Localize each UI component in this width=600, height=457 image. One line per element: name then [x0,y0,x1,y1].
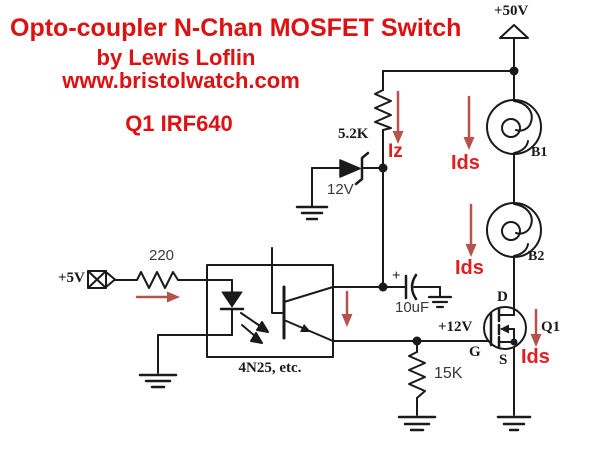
wires [114,37,515,416]
junction-dots [378,66,519,346]
opto-part-label: 4N25, etc. [238,360,302,376]
zener-value-label: 12V [327,181,354,198]
input-terminal-icon [87,270,116,289]
mosfet-ref-label: Q1 [541,319,561,335]
source-pin-label: S [499,352,508,368]
byline: by Lewis Loflin [96,45,256,70]
light-arrows-icon [240,312,269,344]
zener-diode-icon [339,151,370,186]
vcc-label: +50V [494,3,529,19]
page-title: Opto-coupler N-Chan MOSFET Switch [10,14,462,42]
ids-b2-current-label: Ids [455,257,484,279]
bulb1-ref-label: B1 [531,145,548,160]
ids-b1-current-label: Ids [451,152,480,174]
capacitor-icon [404,273,418,301]
led-icon [219,291,245,311]
ground-led-icon [138,373,178,389]
ids-q1-arrow-icon [530,308,542,347]
resistor-r1-icon [374,89,392,131]
ids-b2-arrow-icon [465,203,477,257]
opto-coupler-box [206,264,334,358]
subtitle-q1: Q1 IRF640 [125,111,233,136]
ids-b1-arrow-icon [463,95,475,150]
ids-q1-current-label: Ids [521,346,550,368]
ground-source-icon [496,415,532,432]
r3-value-label: 15K [434,365,463,382]
input-voltage-label: +5V [58,270,85,286]
ground-cap-icon [427,295,453,309]
opto-output-arrow-icon [341,290,353,327]
input-current-arrow-icon [135,291,180,303]
phototransistor-icon [282,285,334,342]
gate-voltage-label: +12V [438,319,473,335]
ground-15k-icon [397,415,437,432]
iz-current-label: Iz [388,141,403,162]
bulb2-ref-label: B2 [528,249,545,264]
drain-pin-label: D [497,289,508,305]
ground-zener-icon [295,205,329,221]
r2-value-label: 220 [149,247,175,264]
website-text: www.bristolwatch.com [62,68,300,93]
gate-pin-label: G [469,344,481,360]
resistor-r2-icon [130,271,184,289]
vcc-flag-icon [499,24,529,39]
current-arrows [135,90,542,347]
bulb-b1-icon [486,99,542,155]
resistor-r3-icon [408,351,426,399]
iz-arrow-icon [392,90,404,144]
cap-value-label: 10uF [395,299,430,316]
cap-polarity-label: + [392,268,401,284]
mosfet-icon [483,256,527,350]
r1-value-label: 5.2K [338,126,369,142]
